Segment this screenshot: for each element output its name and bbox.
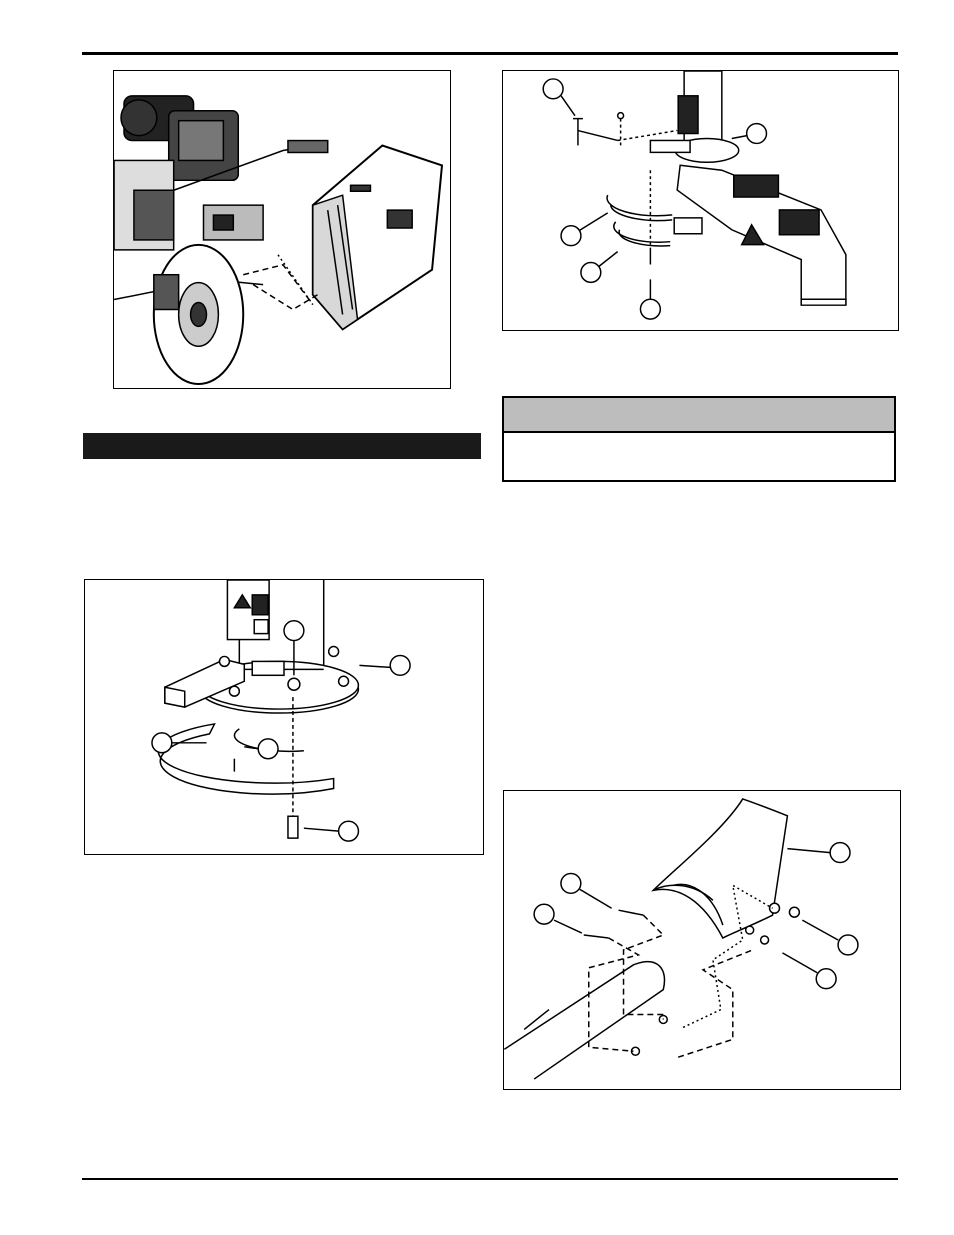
footer-rule (82, 1178, 898, 1180)
chute-base-assembly-illustration (542, 71, 847, 320)
header-rule (82, 52, 898, 55)
engine-hopper-illustration (114, 95, 444, 386)
note-box-header (504, 398, 894, 433)
figure-chute-base-detail (84, 579, 484, 855)
section-heading-bar (83, 433, 481, 459)
figure-engine-hopper (113, 70, 451, 389)
chute-base-detail-illustration (151, 580, 411, 842)
deflector-hood-illustration (504, 798, 859, 1080)
figure-chute-base-assembly (502, 70, 899, 331)
note-box-title (504, 407, 512, 421)
figure-deflector-hood (503, 790, 901, 1090)
section-heading (83, 438, 91, 453)
note-box (502, 396, 896, 482)
